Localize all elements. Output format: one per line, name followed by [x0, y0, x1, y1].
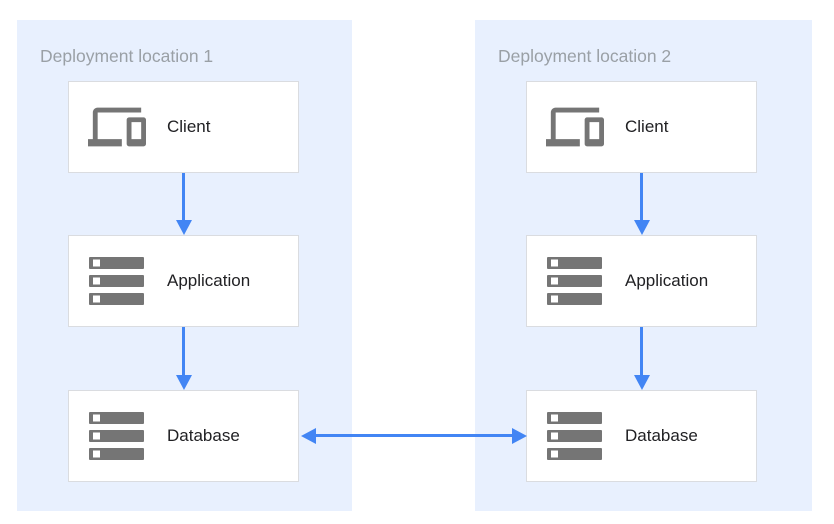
application-node-2-label: Application — [625, 271, 709, 290]
database-node-2: Database — [526, 390, 757, 482]
application-node-1-label: Application — [167, 271, 251, 290]
database-node-1: Database — [68, 390, 299, 482]
arrow-head-down-icon — [633, 220, 650, 235]
server-stack-icon — [88, 257, 146, 305]
arrow-head-down-icon — [175, 220, 192, 235]
application-node-2: Application — [526, 235, 757, 327]
arrow-database-sync-bidirectional — [301, 427, 527, 444]
client-node-1: Client — [68, 81, 299, 173]
server-stack-icon — [88, 412, 146, 460]
deployment-location-1-title: Deployment location 1 — [40, 46, 214, 66]
deployment-location-2-title: Deployment location 2 — [498, 46, 672, 66]
devices-icon — [546, 98, 604, 156]
server-stack-icon — [546, 257, 604, 305]
application-node-1: Application — [68, 235, 299, 327]
database-node-1-label: Database — [167, 426, 240, 445]
arrow-application-to-database-1 — [175, 327, 192, 390]
arrow-shaft — [640, 327, 643, 375]
server-stack-icon — [546, 412, 604, 460]
arrow-client-to-application-1 — [175, 173, 192, 235]
arrow-shaft — [182, 327, 185, 375]
client-node-1-label: Client — [167, 117, 211, 136]
arrow-head-left-icon — [301, 427, 316, 444]
arrow-shaft — [182, 173, 185, 220]
deployment-location-2-panel: Deployment location 2 Client Application — [475, 20, 812, 511]
arrow-shaft — [316, 434, 512, 437]
database-node-2-label: Database — [625, 426, 698, 445]
client-node-2-label: Client — [625, 117, 669, 136]
deployment-location-1-panel: Deployment location 1 Client Application — [17, 20, 352, 511]
arrow-application-to-database-2 — [633, 327, 650, 390]
arrow-head-right-icon — [512, 427, 527, 444]
arrow-head-down-icon — [175, 375, 192, 390]
devices-icon — [88, 98, 146, 156]
client-node-2: Client — [526, 81, 757, 173]
arrow-head-down-icon — [633, 375, 650, 390]
arrow-client-to-application-2 — [633, 173, 650, 235]
arrow-shaft — [640, 173, 643, 220]
